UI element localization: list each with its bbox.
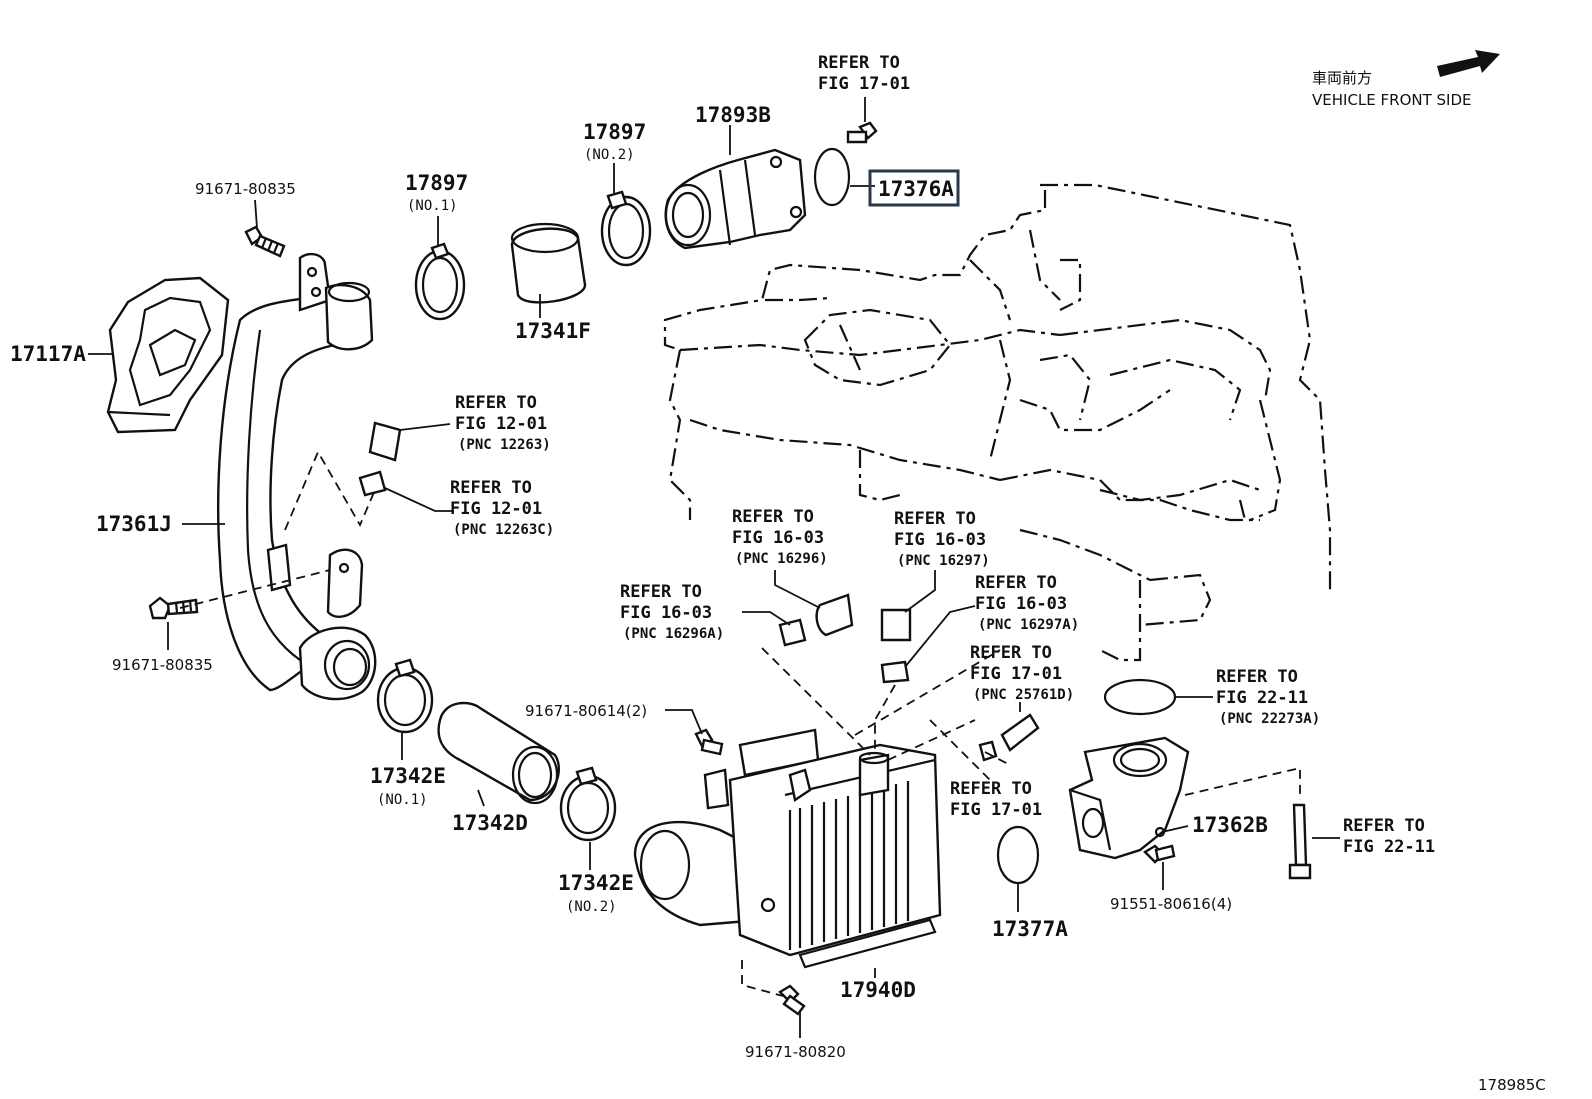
ref-17-01-25761D-line1: REFER TO [970,643,1052,663]
pipe-17893B [664,148,807,250]
ref-17-01-bottom-line1: REFER TO [950,779,1032,799]
ref-22-11-bolt-line1: REFER TO [1343,816,1425,836]
ref-12-01-b-line1: REFER TO [450,478,532,498]
label-91671-80820: 91671-80820 [745,1043,846,1061]
gasket-17376A [813,147,851,207]
ref-16-03-16296-line2: FIG 16-03 [732,528,824,548]
ref-22-11-22273A-line2: FIG 22-11 [1216,688,1308,708]
bolt-91671-80835-top [244,225,286,258]
part-labels: 91671-80835 17117A 17361J 91671-80835 17… [10,103,1268,1061]
ref-16-03-16297-line1: REFER TO [894,509,976,529]
ref-16-03-16296A-pnc: (PNC 16296A) [623,626,724,642]
hose-12263 [368,421,402,462]
clamp-17897-no1 [414,242,466,321]
intercooler-17940D [633,728,942,969]
label-17897-no1: 17897 [405,171,468,195]
ref-16-03-16297A-line1: REFER TO [975,573,1057,593]
highlight-box-17376A [868,169,960,207]
air-duct-17361J [217,252,377,701]
label-17940D: 17940D [840,978,916,1002]
label-17897-no1-sub: (NO.1) [407,198,458,214]
gasket-17377A [996,825,1040,885]
bolt-91671-80820 [778,984,806,1016]
clamp-17342E-no1 [376,658,434,734]
ref-12-01-a-line2: FIG 12-01 [455,414,547,434]
label-17377A: 17377A [992,917,1068,941]
label-17897-no2: 17897 [583,120,646,144]
hose-25761D [1000,713,1040,752]
label-17117A: 17117A [10,342,86,366]
label-17342E-no1-sub: (NO.1) [377,792,428,808]
clamp-16297A [880,660,910,684]
label-17376A: 17376A [878,177,954,201]
gasket-22273A [1103,678,1177,716]
label-91551-80616: 91551-80616(4) [1110,895,1232,913]
dashed-assembly-lines [179,449,1301,997]
label-91671-80835-bottom: 91671-80835 [112,656,213,674]
ref-17-01-25761D-pnc: (PNC 25761D) [973,687,1074,703]
ref-16-03-16297A-line2: FIG 16-03 [975,594,1067,614]
label-17893B: 17893B [695,103,771,127]
ref-12-01-a-line1: REFER TO [455,393,537,413]
label-91671-80835-top: 91671-80835 [195,180,296,198]
heat-insulator-17117A [106,276,230,434]
clamp-17897-no2 [600,190,652,267]
label-91671-80614: 91671-80614(2) [525,702,647,720]
ref-22-11-22273A-line1: REFER TO [1216,667,1298,687]
ref-12-01-b-pnc: (PNC 12263C) [453,522,554,538]
clamp-16296A [778,618,807,647]
bolt-91551-80616 [1143,844,1176,864]
figure-code: 178985C [1478,1076,1546,1094]
clamp-12263C [358,470,387,497]
ref-22-11-bolt-line2: FIG 22-11 [1343,837,1435,857]
vehicle-front-indicator: 車両前方 VEHICLE FRONT SIDE [1312,50,1500,109]
hose-17341F [510,222,587,304]
ref-16-03-16297-pnc: (PNC 16297) [897,553,990,569]
ref-16-03-16296-pnc: (PNC 16296) [735,551,828,567]
label-17361J: 17361J [96,512,172,536]
vehicle-front-jp: 車両前方 [1312,69,1372,87]
label-17342E-no2-sub: (NO.2) [566,899,617,915]
bolt-91671-80835-bottom [148,596,199,620]
hose-16296 [815,593,854,637]
bracket-17362B [1068,736,1190,860]
ref-17-01-bottom-line2: FIG 17-01 [950,800,1042,820]
label-17342E-no1: 17342E [370,764,446,788]
hose-16297 [880,608,912,642]
vehicle-front-en: VEHICLE FRONT SIDE [1312,91,1472,109]
clip-refer-17-01 [978,740,998,762]
bolt-91671-80614 [694,728,724,756]
ref-17-01-top-b: FIG 17-01 [818,74,910,94]
ref-12-01-b-line2: FIG 12-01 [450,499,542,519]
clamp-17342E-no2 [559,766,617,842]
front-arrow-icon [1437,50,1500,77]
ref-16-03-16296A-line2: FIG 16-03 [620,603,712,623]
ref-16-03-16297-line2: FIG 16-03 [894,530,986,550]
ref-16-03-16297A-pnc: (PNC 16297A) [978,617,1079,633]
ref-16-03-16296-line1: REFER TO [732,507,814,527]
leader-lines [88,97,1340,1038]
ref-16-03-16296A-line1: REFER TO [620,582,702,602]
refer-labels: REFER TO FIG 17-01 REFER TO FIG 12-01 (P… [450,53,1435,857]
ref-22-11-22273A-pnc: (PNC 22273A) [1219,711,1320,727]
engine-block-outline [663,183,1332,662]
bolt-refer-22-11 [1288,803,1312,880]
ref-12-01-a-pnc: (PNC 12263) [458,437,551,453]
ref-17-01-25761D-line2: FIG 17-01 [970,664,1062,684]
label-17342E-no2: 17342E [558,871,634,895]
label-17342D: 17342D [452,811,528,835]
label-17897-no2-sub: (NO.2) [584,147,635,163]
label-17341F: 17341F [515,319,591,343]
bolt-refer-17-01-top [846,121,878,144]
label-17362B: 17362B [1192,813,1268,837]
ref-17-01-top-a: REFER TO [818,53,900,73]
hose-17342D [437,701,560,805]
